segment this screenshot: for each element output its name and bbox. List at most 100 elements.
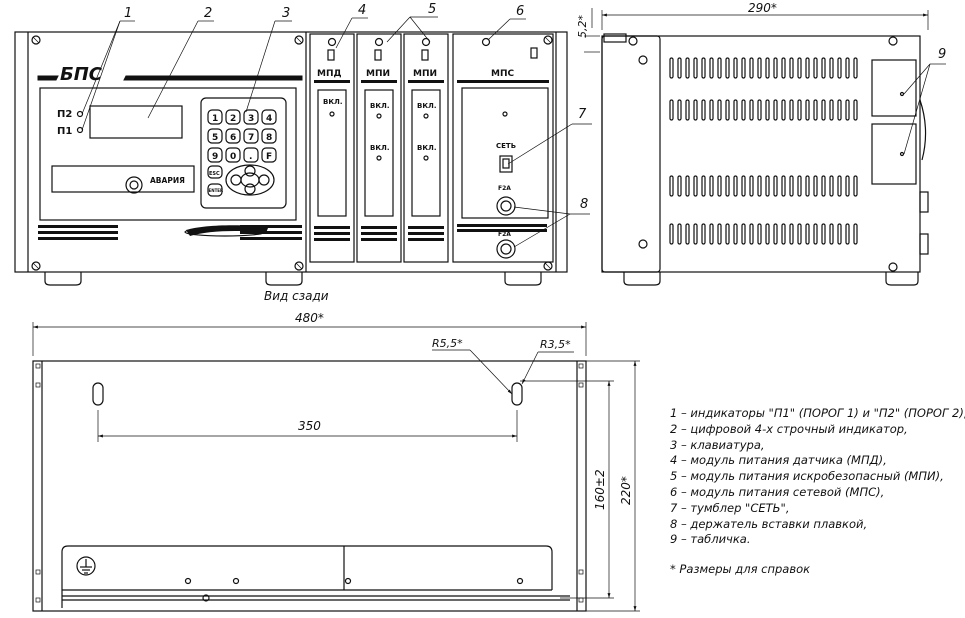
legend-item: 5 – модуль питания искробезопасный (МПИ)… — [670, 469, 944, 484]
vent-slot — [701, 223, 706, 245]
key-7[interactable]: 7 — [243, 128, 259, 144]
vent-slot — [781, 57, 786, 79]
vent-slot — [757, 57, 762, 79]
svg-text:F: F — [266, 152, 272, 162]
rear-view-caption: Вид сзади — [264, 289, 329, 303]
vent-slot — [725, 99, 730, 121]
vent-slot — [821, 223, 826, 245]
rear-r2-dim: R3,5* — [540, 338, 571, 351]
alarm-label: АВАРИЯ — [150, 176, 185, 185]
vent-slot — [733, 223, 738, 245]
rear-width-dim: 480* — [295, 311, 324, 325]
mpd-led — [329, 111, 335, 117]
legend-item: 9 – табличка. — [670, 532, 751, 547]
vent-slot — [845, 223, 850, 245]
side-width-dim: 290* — [748, 1, 777, 15]
callout-8: 8 — [580, 197, 588, 212]
vent-slots — [669, 57, 858, 245]
indicator-p1-label: П1 — [57, 126, 72, 137]
vent-slot — [709, 175, 714, 197]
nameplate-2 — [871, 123, 917, 185]
front-frame — [14, 31, 568, 273]
vent-slot — [749, 99, 754, 121]
svg-text:4: 4 — [266, 114, 272, 124]
vent-slot — [701, 175, 706, 197]
vent-slot — [829, 223, 834, 245]
svg-text:2: 2 — [230, 114, 236, 124]
vent-slot — [749, 175, 754, 197]
mpd-title: МПД — [317, 69, 342, 79]
vent-slot — [693, 223, 698, 245]
key-5[interactable]: 5 — [207, 128, 223, 144]
vent-slot — [677, 57, 682, 79]
vent-slot — [685, 99, 690, 121]
mpd-on-label: ВКЛ. — [323, 98, 343, 106]
fuse-holder-1[interactable] — [496, 196, 516, 216]
brand-label: БПС — [60, 64, 103, 85]
vent-slot — [677, 99, 682, 121]
rear-view: Вид сзади 480* 350 R5,5* R3, — [32, 289, 640, 612]
vent-slot — [741, 223, 746, 245]
key-0[interactable]: 0 — [225, 147, 241, 163]
rear-h2-dim: 220* — [619, 476, 633, 505]
fuse-holder-2[interactable] — [496, 239, 516, 259]
mps-switch-label: СЕТЬ — [496, 142, 516, 150]
legend-item: 2 – цифровой 4-х строчный индикатор, — [670, 421, 908, 436]
front-view: БПС П2 П1 АВАРИЯ 1 2 3 4 5 6 — [14, 2, 592, 286]
vent-slot — [821, 57, 826, 79]
key-esc[interactable]: ESC — [207, 165, 223, 179]
vent-slot — [845, 99, 850, 121]
svg-text:3: 3 — [248, 114, 254, 124]
mounting-keyhole-right — [511, 382, 523, 406]
rear-h1-dim: 160±2 — [593, 469, 607, 510]
legend-item: 6 – модуль питания сетевой (МПС), — [670, 484, 885, 499]
key-4[interactable]: 4 — [261, 109, 277, 125]
power-switch[interactable] — [499, 155, 513, 173]
vent-slot — [717, 223, 722, 245]
vent-slot — [821, 99, 826, 121]
nav-cross-buttons[interactable] — [225, 164, 275, 196]
key-1[interactable]: 1 — [207, 109, 223, 125]
digital-display — [89, 105, 183, 139]
module-mpd: МПД ВКЛ. — [309, 33, 355, 263]
ground-terminal-icon — [76, 556, 96, 576]
vent-slot — [669, 57, 674, 79]
legend-note: * Размеры для справок — [670, 562, 811, 577]
key-6[interactable]: 6 — [225, 128, 241, 144]
callout-5: 5 — [428, 2, 436, 17]
svg-text:1: 1 — [212, 114, 218, 124]
vent-slot — [789, 223, 794, 245]
key-8[interactable]: 8 — [261, 128, 277, 144]
key-9[interactable]: 9 — [207, 147, 223, 163]
mpi2-title: МПИ — [413, 69, 437, 79]
vent-slot — [677, 223, 682, 245]
rear-cover — [61, 545, 553, 608]
alarm-button[interactable] — [125, 176, 143, 194]
legend-item: 3 – клавиатура, — [670, 437, 765, 452]
front-callouts: 1 2 3 4 5 6 7 8 — [81, 2, 592, 248]
key-dot[interactable]: . — [243, 147, 259, 163]
vent-slot — [829, 99, 834, 121]
key-2[interactable]: 2 — [225, 109, 241, 125]
mpi2-on-label-2: ВКЛ. — [417, 144, 437, 152]
key-3[interactable]: 3 — [243, 109, 259, 125]
vent-slot — [741, 175, 746, 197]
vent-slot — [805, 223, 810, 245]
rear-span-dim: 350 — [298, 419, 321, 433]
vent-slot — [717, 57, 722, 79]
side-view: 290* 5,2* 9 — [576, 1, 946, 286]
main-panel: БПС П2 П1 АВАРИЯ 1 2 3 4 5 6 — [37, 32, 307, 272]
vent-slot — [797, 57, 802, 79]
module-mpi-1: МПИ ВКЛ. ВКЛ. — [356, 33, 402, 263]
vent-slot — [701, 57, 706, 79]
key-f[interactable]: F — [261, 147, 277, 163]
key-enter[interactable]: ENTER — [207, 183, 223, 197]
module-mps: МПС СЕТЬ F2A F2A — [452, 33, 554, 263]
front-feet — [44, 272, 542, 286]
callout-3: 3 — [282, 6, 290, 21]
vent-slot — [789, 57, 794, 79]
vent-slot — [805, 99, 810, 121]
indicator-p2-label: П2 — [57, 109, 72, 120]
vent-slot — [853, 99, 858, 121]
fuse1-label: F2A — [498, 185, 511, 192]
